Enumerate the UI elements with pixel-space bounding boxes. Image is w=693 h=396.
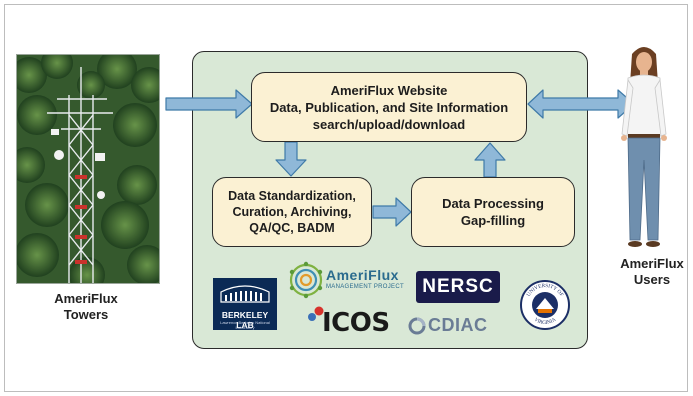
website-box-title: AmeriFlux Website xyxy=(330,82,448,98)
berkeley-building-icon xyxy=(220,285,270,303)
towers-caption-line1: AmeriFlux xyxy=(54,291,118,306)
tower-photo-illustration xyxy=(17,55,159,283)
processing-box: Data Processing Gap-filling xyxy=(411,177,575,247)
cdiac-wordmark: CDIAC xyxy=(428,315,488,335)
processing-line1: Data Processing xyxy=(442,196,544,211)
ameriflux-emblem-icon xyxy=(289,261,323,299)
website-box: AmeriFlux Website Data, Publication, and… xyxy=(251,72,527,142)
tower-photo xyxy=(16,54,160,284)
ameriflux-wordmark: AmeriFlux xyxy=(326,267,399,283)
icos-wordmark: ICOS xyxy=(322,308,390,338)
arrow-towers-to-website xyxy=(165,89,253,119)
nersc-logo: NERSC xyxy=(416,271,500,303)
standardization-line2: Curation, Archiving, xyxy=(232,205,352,219)
arrow-processing-to-website xyxy=(474,142,506,178)
website-box-line2: Data, Publication, and Site Information xyxy=(269,99,509,115)
standardization-box: Data Standardization, Curation, Archivin… xyxy=(212,177,372,247)
users-caption-line1: AmeriFlux xyxy=(620,256,684,271)
berkeley-lab-subtitle: Lawrence Berkeley National Laboratory xyxy=(220,320,270,330)
ameriflux-subtitle: MANAGEMENT PROJECT xyxy=(326,284,404,290)
person-illustration xyxy=(621,47,667,247)
website-box-line3: search/upload/download xyxy=(312,116,466,132)
towers-caption-line2: Towers xyxy=(63,307,109,322)
standardization-line3: QA/QC, BADM xyxy=(249,221,335,235)
arrow-standardization-to-processing xyxy=(372,197,412,227)
berkeley-lab-logo: BERKELEY LAB Lawrence Berkeley National … xyxy=(213,278,277,330)
icos-logo: ICOS xyxy=(306,305,392,341)
nersc-wordmark: NERSC xyxy=(422,276,494,297)
berkeley-lab-wordmark: BERKELEY LAB xyxy=(221,310,269,330)
icos-dots-icon xyxy=(308,306,324,321)
cdiac-logo: CDIAC xyxy=(408,314,504,338)
processing-line2: Gap-filling xyxy=(460,213,526,228)
ameriflux-logo: AmeriFlux MANAGEMENT PROJECT xyxy=(288,258,410,302)
arrow-website-to-standardization xyxy=(275,141,307,177)
users-caption: AmeriFlux Users xyxy=(614,256,690,288)
uva-seal: UNIVERSITY OF VIRGINIA xyxy=(519,279,571,331)
uva-seal-bottom-text: VIRGINIA xyxy=(533,317,557,326)
cdiac-swirl-icon xyxy=(408,317,426,335)
towers-caption: AmeriFlux Towers xyxy=(30,291,142,323)
uva-seal-emblem: UNIVERSITY OF VIRGINIA xyxy=(520,280,570,330)
standardization-line1: Data Standardization, xyxy=(228,189,356,203)
users-caption-line2: Users xyxy=(633,272,671,287)
